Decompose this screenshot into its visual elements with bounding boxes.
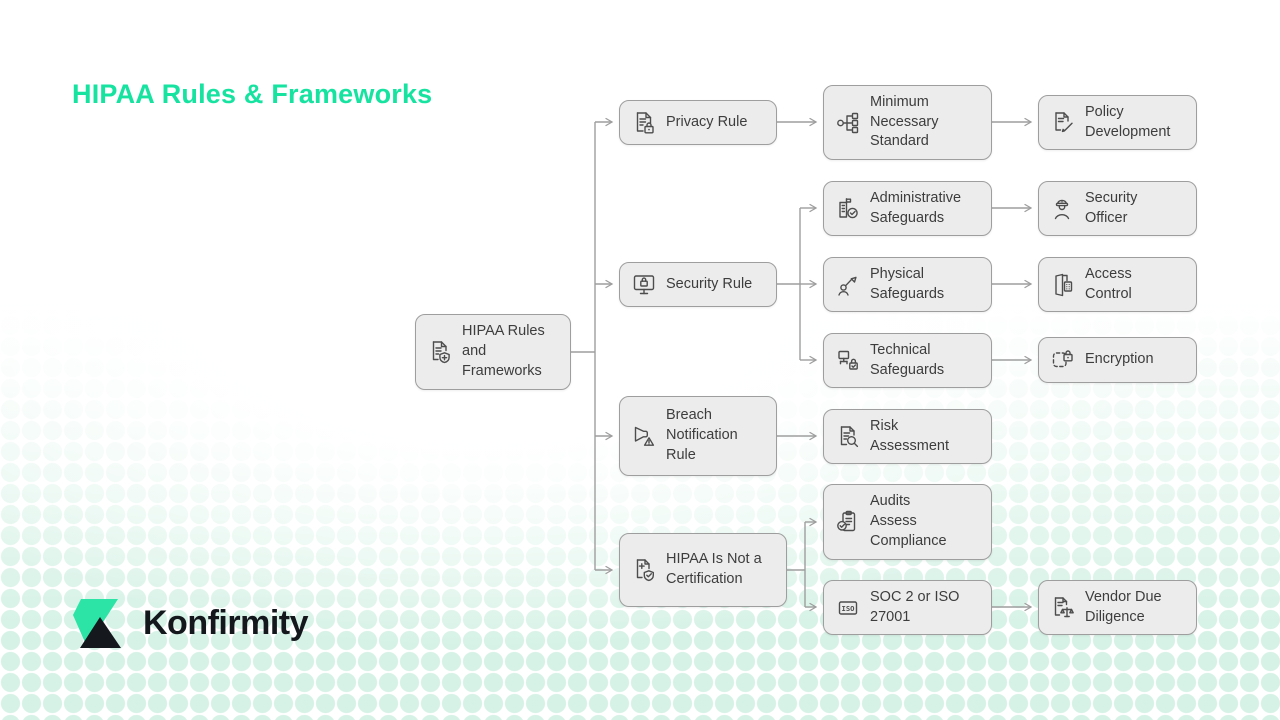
- node-vendor-due-diligence: Vendor Due Diligence: [1038, 580, 1197, 635]
- node-policy-development: Policy Development: [1038, 95, 1197, 150]
- node-label: Vendor Due Diligence: [1085, 588, 1162, 625]
- brand-name: Konfirmity: [143, 603, 309, 642]
- document-search-icon: [835, 424, 861, 450]
- door-keypad-icon: [1050, 272, 1076, 298]
- node-risk-assessment: Risk Assessment: [823, 409, 992, 464]
- clipboard-check-icon: [835, 509, 861, 535]
- node-label: Breach Notification Rule: [666, 407, 738, 463]
- node-audits-assess-compliance: Audits Assess Compliance: [823, 484, 992, 560]
- node-label: Physical Safeguards: [870, 265, 945, 302]
- node-label: Access Control: [1085, 265, 1132, 302]
- node-soc2-iso27001: ISO SOC 2 or ISO 27001: [823, 580, 992, 635]
- node-label: Policy Development: [1085, 103, 1171, 140]
- iso-badge-icon: ISO: [835, 595, 861, 621]
- document-cross-shield-icon: [631, 557, 657, 583]
- node-privacy-rule: Privacy Rule: [619, 100, 777, 145]
- node-label: Audits Assess Compliance: [870, 493, 947, 549]
- node-access-control: Access Control: [1038, 257, 1197, 312]
- node-encryption: Encryption: [1038, 337, 1197, 383]
- node-label: Security Rule: [666, 275, 753, 292]
- brand-logo: Konfirmity: [72, 598, 309, 648]
- node-label: Risk Assessment: [870, 417, 949, 454]
- data-distribution-icon: [835, 110, 861, 136]
- node-label: Privacy Rule: [666, 113, 748, 130]
- security-officer-icon: [1050, 196, 1076, 222]
- document-pen-icon: [1050, 110, 1076, 136]
- node-hipaa-rules-frameworks: HIPAA Rules and Frameworks: [415, 314, 571, 390]
- node-label: Encryption: [1085, 351, 1154, 368]
- node-label: SOC 2 or ISO 27001: [870, 588, 960, 625]
- node-label: HIPAA Is Not a Certification: [666, 551, 762, 587]
- node-physical-safeguards: Physical Safeguards: [823, 257, 992, 312]
- svg-text:ISO: ISO: [842, 603, 855, 612]
- document-scale-icon: [1050, 595, 1076, 621]
- konfirmity-mark-icon: [73, 599, 121, 648]
- document-shield-plus-icon: [427, 339, 453, 365]
- node-administrative-safeguards: Administrative Safeguards: [823, 181, 992, 236]
- lock-dashed-icon: [1050, 347, 1076, 373]
- node-label: Administrative Safeguards: [870, 189, 962, 226]
- network-lock-icon: [835, 348, 861, 374]
- node-label: Minimum Necessary Standard: [870, 93, 939, 150]
- node-hipaa-not-certification: HIPAA Is Not a Certification: [619, 533, 787, 607]
- node-minimum-necessary-standard: Minimum Necessary Standard: [823, 85, 992, 160]
- building-check-icon: [835, 196, 861, 222]
- node-label: Technical Safeguards: [870, 341, 945, 378]
- node-security-officer: Security Officer: [1038, 181, 1197, 236]
- monitor-lock-icon: [631, 272, 657, 298]
- node-technical-safeguards: Technical Safeguards: [823, 333, 992, 388]
- guard-pointing-icon: [835, 272, 861, 298]
- node-label: HIPAA Rules and Frameworks: [462, 323, 545, 379]
- node-security-rule: Security Rule: [619, 262, 777, 307]
- page-title: HIPAA Rules & Frameworks: [72, 79, 433, 109]
- node-breach-notification-rule: Breach Notification Rule: [619, 396, 777, 476]
- node-label: Security Officer: [1085, 189, 1138, 226]
- document-lock-icon: [631, 110, 657, 136]
- megaphone-alert-icon: [631, 423, 657, 449]
